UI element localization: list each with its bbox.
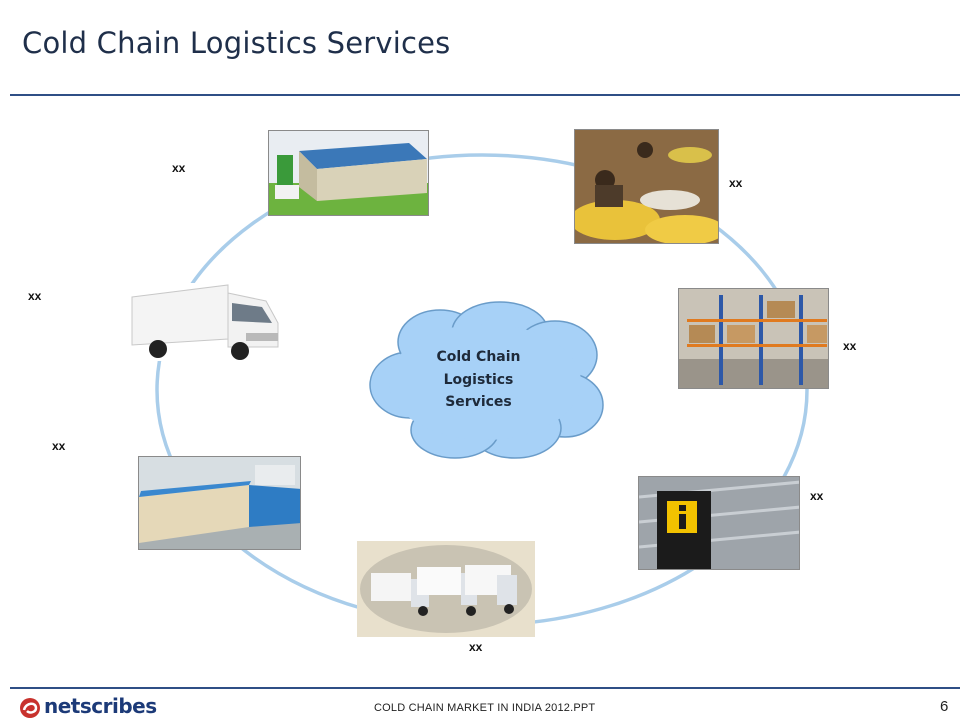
node-label-farm-produce: xx <box>729 176 743 190</box>
cloud-line-1: Cold Chain <box>436 349 521 365</box>
node-label-truck-fleet: xx <box>469 640 483 654</box>
node-label-reefer-truck: xx <box>28 289 42 303</box>
node-label-warehouse-building: xx <box>172 161 186 175</box>
node-label-information-sign: xx <box>810 489 824 503</box>
cloud-text: Cold Chain Logistics Services <box>365 346 592 414</box>
slide-title: Cold Chain Logistics Services <box>22 26 451 60</box>
reefer-truck-image <box>128 283 282 361</box>
cloud-line-2: Logistics <box>443 371 514 388</box>
cloud-shape <box>369 301 604 459</box>
farm-produce-image <box>574 129 719 244</box>
cloud-line-3: Services <box>445 394 512 410</box>
footer-file-name: COLD CHAIN MARKET IN INDIA 2012.PPT <box>374 702 596 714</box>
logo-wordmark: netscribes <box>44 694 157 718</box>
node-label-cold-storage-room: xx <box>52 439 66 453</box>
node-label-warehouse-racks: xx <box>843 339 857 353</box>
center-cloud: Cold Chain Logistics Services <box>365 300 610 465</box>
logo-swirl-icon <box>20 698 40 718</box>
warehouse-building-image <box>268 130 429 216</box>
truck-fleet-image <box>357 541 535 637</box>
footer-divider <box>10 687 960 689</box>
cold-storage-room-image <box>138 456 301 550</box>
information-sign-image <box>638 476 800 570</box>
warehouse-racks-image <box>678 288 829 389</box>
page-number: 6 <box>940 698 949 715</box>
title-divider <box>10 94 960 96</box>
netscribes-logo: netscribes <box>18 694 158 722</box>
